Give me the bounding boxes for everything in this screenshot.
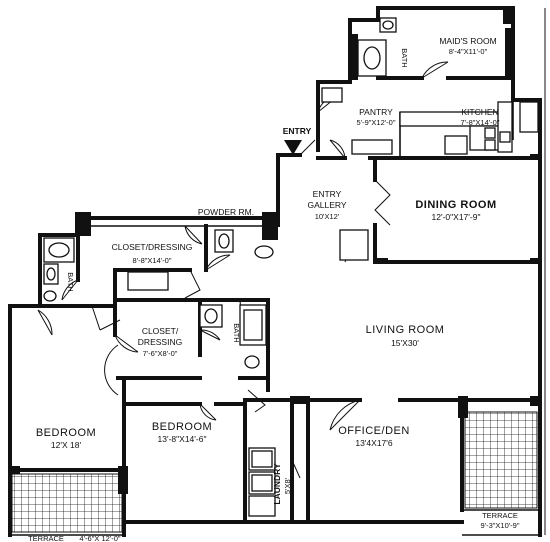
pantry-dims: 5'-9"X12'-0" xyxy=(356,118,395,127)
kitchen-name: KITCHEN xyxy=(461,107,498,117)
dining-room-name: DINING ROOM xyxy=(415,199,496,211)
columns xyxy=(10,8,540,494)
bath-1-name: BATH xyxy=(66,272,75,291)
laundry-name: LAUNDRY xyxy=(272,463,282,505)
terrace-2-dims: 9'-3"X10'-9" xyxy=(480,521,519,530)
closet-dressing-2-dims: 7'-6"X8'-0" xyxy=(143,349,178,358)
terrace-1-dims: 4'-6"X 12'-0" xyxy=(79,534,120,542)
room-labels: MAID'S ROOM 8'-4"X11'-0" BATH PANTRY 5'-… xyxy=(28,36,520,542)
maid-bath-name: BATH xyxy=(400,48,409,67)
closet-dressing-1-dims: 8'-8"X14'-0" xyxy=(132,256,171,265)
terrace-1-hatch xyxy=(11,473,123,533)
bedroom-2-name: BEDROOM xyxy=(152,421,212,433)
bedroom-2-dims: 13'-8"X14'-6" xyxy=(158,434,207,444)
powder-room-name: POWDER RM. xyxy=(198,207,254,217)
maids-room-dims: 8'-4"X11'-0" xyxy=(449,47,488,56)
laundry-dims: 5'X8' xyxy=(283,477,292,494)
living-room-dims: 15'X30' xyxy=(391,338,419,348)
fixtures xyxy=(43,17,539,517)
pantry-name: PANTRY xyxy=(359,107,393,117)
entry-arrow-icon xyxy=(284,140,302,155)
living-room-name: LIVING ROOM xyxy=(366,324,445,336)
bath-2-name: BATH xyxy=(232,323,241,342)
doors xyxy=(37,61,449,479)
entry-gallery-name: ENTRY xyxy=(313,189,342,199)
closet-dressing-2-name2: DRESSING xyxy=(138,337,182,347)
kitchen-dims: 7'-8"X14'-0" xyxy=(460,118,499,127)
closet-dressing-1-name: CLOSET/DRESSING xyxy=(112,242,193,252)
bedroom-1-name: BEDROOM xyxy=(36,427,96,439)
dining-room-dims: 12'-0"X17'-9" xyxy=(432,212,481,222)
closet-dressing-2-name: CLOSET/ xyxy=(142,326,179,336)
walls xyxy=(8,6,546,537)
entry-gallery-dims: 10'X12' xyxy=(315,212,340,221)
bedroom-1-dims: 12'X 18' xyxy=(51,440,82,450)
office-den-dims: 13'4X17'6 xyxy=(355,438,393,448)
office-den-name: OFFICE/DEN xyxy=(338,425,410,437)
terrace-2-hatch xyxy=(464,411,538,509)
terrace-2-label: TERRACE xyxy=(482,511,518,520)
terrace-1-label: TERRACE xyxy=(28,534,64,542)
maids-room-name: MAID'S ROOM xyxy=(439,36,496,46)
entry-gallery-name2: GALLERY xyxy=(307,200,346,210)
entry-label: ENTRY xyxy=(283,126,312,136)
